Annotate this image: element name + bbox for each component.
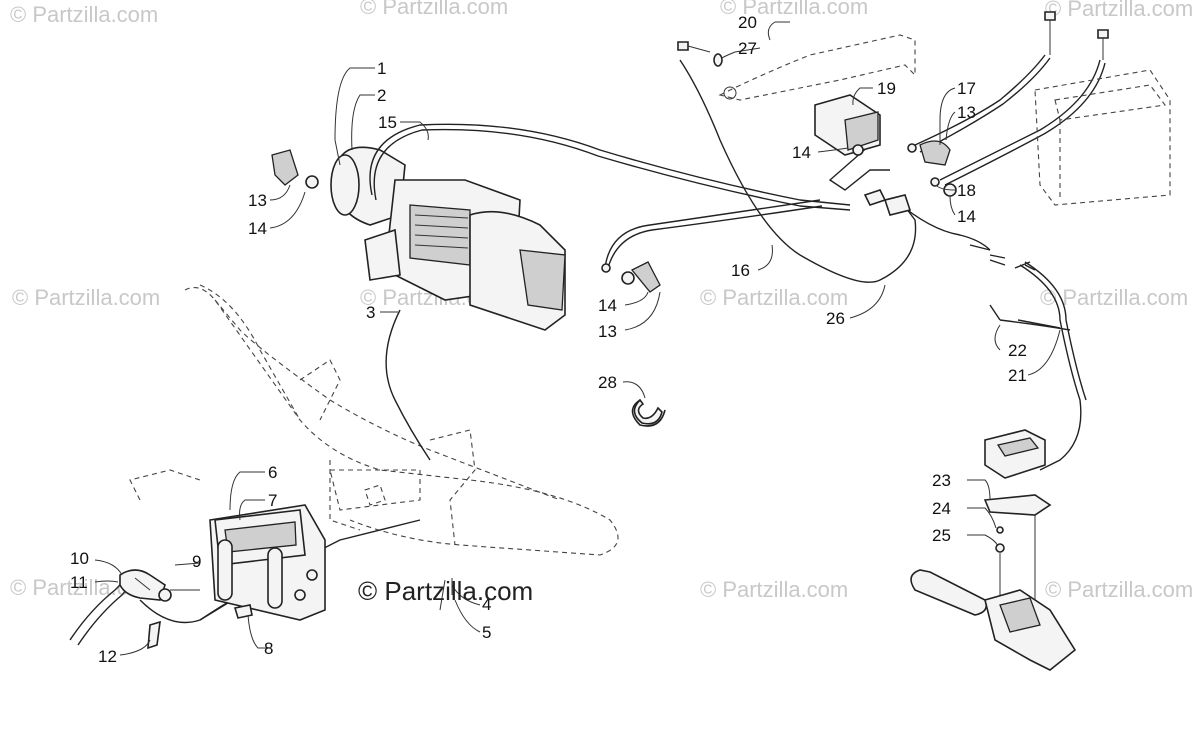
callout-1: 1 bbox=[377, 59, 386, 78]
callout-18: 18 bbox=[957, 181, 976, 200]
callout-7: 7 bbox=[268, 491, 277, 510]
callout-14: 14 bbox=[957, 207, 976, 226]
callout-20: 20 bbox=[738, 13, 757, 32]
callout-24: 24 bbox=[932, 499, 951, 518]
callout-labels: 1 2 15 13 14 3 6 7 9 10 11 12 8 4 5 14 1… bbox=[70, 13, 1027, 666]
callout-23: 23 bbox=[932, 471, 951, 490]
callout-4: 4 bbox=[482, 595, 491, 614]
winch-assembly bbox=[330, 146, 566, 331]
callout-17: 17 bbox=[957, 79, 976, 98]
callout-14: 14 bbox=[248, 219, 267, 238]
watermark-text: © Partzilla.com bbox=[1040, 285, 1188, 310]
battery-outline bbox=[1034, 69, 1171, 206]
callout-22: 22 bbox=[1008, 341, 1027, 360]
callout-16: 16 bbox=[731, 261, 750, 280]
hardware bbox=[271, 11, 1109, 427]
callout-2: 2 bbox=[377, 86, 386, 105]
callout-13: 13 bbox=[957, 103, 976, 122]
callout-13: 13 bbox=[248, 191, 267, 210]
watermark-text: © Partzilla.com bbox=[10, 2, 158, 27]
callout-21: 21 bbox=[1008, 366, 1027, 385]
watermark-main: © Partzilla.com bbox=[358, 576, 533, 606]
watermark-text: © Partzilla.com bbox=[360, 0, 508, 19]
watermark-text: © Partzilla.com bbox=[700, 577, 848, 602]
hook-and-strap bbox=[69, 569, 253, 650]
handlebar-switch bbox=[910, 429, 1077, 671]
callout-19: 19 bbox=[877, 79, 896, 98]
leader-lines bbox=[94, 21, 1061, 656]
atv-frame-outline bbox=[129, 284, 619, 556]
fairlead bbox=[209, 504, 326, 621]
callout-11: 11 bbox=[70, 573, 88, 592]
callout-3: 3 bbox=[366, 303, 375, 322]
watermark-text: © Partzilla.com bbox=[1045, 577, 1193, 602]
watermark-text: © Partzilla.com bbox=[12, 285, 160, 310]
callout-10: 10 bbox=[70, 549, 89, 568]
callout-8: 8 bbox=[264, 639, 273, 658]
callout-12: 12 bbox=[98, 647, 117, 666]
watermark-text: © Partzilla.com bbox=[700, 285, 848, 310]
callout-26: 26 bbox=[826, 309, 845, 328]
callout-27: 27 bbox=[738, 39, 757, 58]
callout-13: 13 bbox=[598, 322, 617, 341]
callout-14: 14 bbox=[792, 143, 811, 162]
callout-5: 5 bbox=[482, 623, 491, 642]
callout-14: 14 bbox=[598, 296, 617, 315]
callout-25: 25 bbox=[932, 526, 951, 545]
mounting-bracket bbox=[718, 34, 916, 101]
watermark-text: © Partzilla.com bbox=[1045, 0, 1193, 21]
callout-15: 15 bbox=[378, 113, 397, 132]
solenoid bbox=[814, 94, 881, 156]
callout-9: 9 bbox=[192, 552, 201, 571]
watermark-text: © Partzilla.com bbox=[720, 0, 868, 19]
callout-6: 6 bbox=[268, 463, 277, 482]
callout-28: 28 bbox=[598, 373, 617, 392]
